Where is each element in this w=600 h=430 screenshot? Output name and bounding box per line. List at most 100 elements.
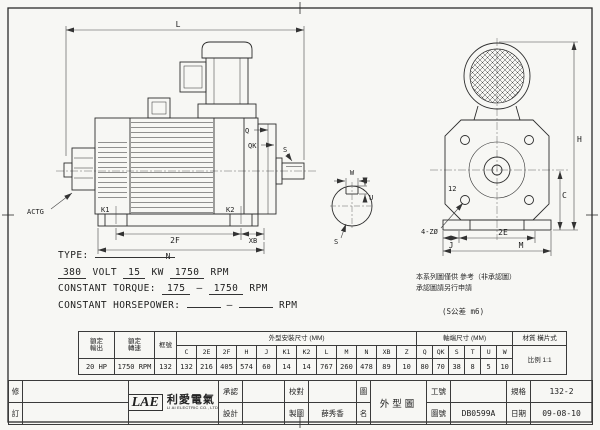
dim-col-header: 2F [216, 345, 237, 359]
shaft-col-header: QK [432, 345, 450, 359]
drawing-name-label-top: 圖 [356, 380, 371, 403]
volt-label: VOLT [92, 266, 117, 278]
kw-label: KW [151, 266, 164, 278]
drawn-name: 薛秀香 [308, 402, 357, 425]
hp-label: CONSTANT HORSEPOWER: [58, 299, 181, 311]
dim-label-XB: XB [249, 237, 257, 245]
dim-label-S-shaft: S [334, 238, 338, 246]
rating-line: 380 VOLT 15 KW 1750 RPM [58, 265, 408, 282]
dim-label-2E: 2E [498, 228, 508, 237]
hp-blank-to [238, 298, 273, 308]
type-blank [94, 248, 175, 258]
note-line-1: 本系列圖僅供 參考（非承認圖） [416, 274, 516, 281]
shaft-value-cell: 38 [448, 358, 466, 375]
company-name-en: LI AI ELECTRIC CO., LTD. [166, 405, 219, 410]
dim-value-cell: 14 [276, 358, 297, 375]
reference-notes: 本系列圖僅供 參考（非承認圖） 承認圖請另行申請 [416, 272, 516, 294]
dim-label-QK: QK [248, 142, 257, 150]
revision-cell-1 [22, 380, 129, 403]
dim-col-header: L [316, 345, 337, 359]
rated-speed-value: 1750 RPM [114, 358, 155, 375]
title-block: 修 LAE 利愛電氣 LI AI ELECTRIC CO., LTD. 承認 校… [8, 380, 593, 425]
rpm-label: RPM [210, 266, 229, 278]
job-no-value [450, 380, 507, 403]
dim-label-W: W [350, 169, 355, 177]
company-name-cn: 利愛電氣 [166, 394, 215, 406]
dim-value-cell: 89 [376, 358, 397, 375]
dim-value-cell: 574 [236, 358, 257, 375]
dim-value-cell: 478 [356, 358, 377, 375]
dim-col-header: K1 [276, 345, 297, 359]
torque-label: CONSTANT TORQUE: [58, 283, 156, 294]
checked-label: 校對 [284, 380, 309, 403]
company-logo: LAE 利愛電氣 LI AI ELECTRIC CO., LTD. [128, 380, 219, 425]
dim-label-K1: K1 [101, 206, 109, 214]
note-line-2: 承認圖請另行申請 [416, 285, 472, 292]
motor-end-view [430, 38, 568, 240]
checked-name-cell [308, 380, 357, 403]
end-view-dimensions [440, 41, 578, 256]
date-value: 09-08-10 [530, 402, 593, 425]
dim-label-C: C [562, 191, 567, 200]
type-line: TYPE: [58, 248, 408, 265]
torque-to: 1750 [208, 283, 244, 295]
dim-value-cell: 260 [336, 358, 357, 375]
dim-col-header: XB [376, 345, 397, 359]
rib-dim-label: 12 [448, 185, 456, 193]
dim-value-cell: 14 [296, 358, 317, 375]
drawing-name-label-bottom: 名 [356, 402, 371, 425]
rated-output-value: 20 HP [78, 358, 115, 375]
shaft-value-cell: 10 [496, 358, 514, 375]
torque-unit: RPM [249, 283, 268, 294]
material-cell: 材質 橫片式 [512, 331, 568, 346]
type-label: TYPE: [58, 250, 89, 261]
motor-side-view [56, 41, 316, 227]
header-rated-output: 額定輸出 [78, 331, 115, 359]
lae-logo-mark: LAE [129, 394, 163, 411]
actg-label: ACTG [27, 208, 44, 216]
shaft-detail-dimensions [334, 177, 370, 239]
revision-cell-2 [22, 402, 129, 425]
dimension-table: 額定輸出 額定轉速 框號 外型安裝尺寸 (MM) 軸端尺寸 (MM) 材質 橫片… [78, 331, 568, 375]
torque-from: 175 [162, 283, 191, 295]
dim-col-header: C [176, 345, 197, 359]
dim-col-header: N [356, 345, 377, 359]
shaft-col-header: Q [416, 345, 434, 359]
dim-label-Q: Q [245, 127, 249, 135]
revision-label-1: 修 [8, 380, 23, 403]
drawn-label: 製圖 [284, 402, 309, 425]
shaft-detail [330, 182, 374, 230]
approved-label: 承認 [218, 380, 243, 403]
dim-label-J: J [449, 241, 454, 250]
torque-line: CONSTANT TORQUE: 175 — 1750 RPM [58, 281, 408, 298]
dim-label-U: U [369, 194, 373, 202]
date-label: 日期 [506, 402, 531, 425]
shaft-col-header: U [480, 345, 498, 359]
dim-col-header: M [336, 345, 357, 359]
spec-block: TYPE: 380 VOLT 15 KW 1750 RPM CONSTANT T… [58, 248, 408, 314]
dim-value-cell: 405 [216, 358, 237, 375]
dim-col-header: Z [395, 345, 418, 359]
header-mounting-dims-group: 外型安裝尺寸 (MM) [175, 331, 418, 346]
job-no-label: 工號 [426, 380, 451, 403]
dim-col-header: K2 [296, 345, 317, 359]
dim-label-N: N [166, 252, 171, 261]
dim-value-cell: 10 [395, 358, 418, 375]
shaft-value-cell: 70 [432, 358, 450, 375]
holes-callout: 4-ZØ [421, 228, 439, 236]
spec-value: 132-2 [530, 380, 593, 403]
revision-label-2: 訂 [8, 402, 23, 425]
designed-name-cell [242, 402, 285, 425]
rpm-value: 1750 [169, 266, 205, 279]
header-rated-speed: 額定轉速 [114, 331, 155, 359]
designed-label: 設計 [218, 402, 243, 425]
shaft-col-header: T [464, 345, 482, 359]
header-shaft-dims-group: 軸端尺寸 (MM) [416, 331, 514, 346]
dim-label-M: M [519, 241, 524, 250]
shaft-tolerance-note: (S公差 m6) [442, 307, 485, 316]
hp-separator: — [226, 299, 233, 311]
approved-name-cell [242, 380, 285, 403]
horsepower-line: CONSTANT HORSEPOWER: — RPM [58, 298, 408, 315]
dim-value-cell: 132 [176, 358, 197, 375]
